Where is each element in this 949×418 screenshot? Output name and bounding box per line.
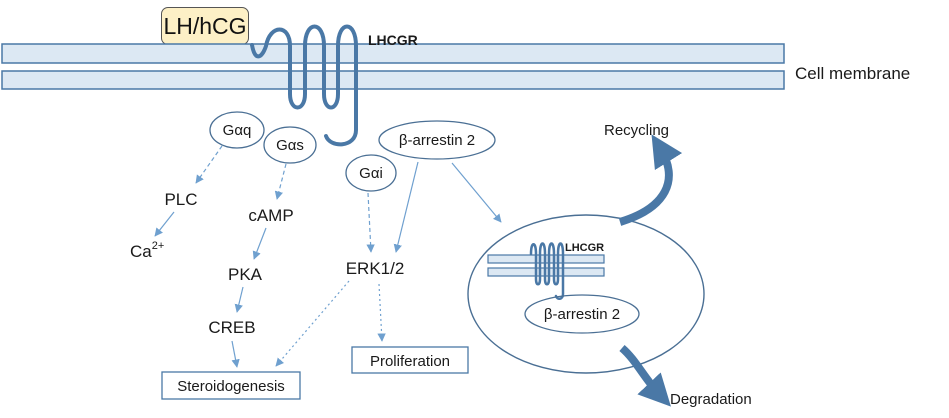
calcium-charge: 2+ (152, 240, 165, 252)
recycling-arrow-icon (618, 134, 683, 226)
galpha-s-ellipse (263, 126, 317, 164)
erk-label: ERK1/2 (346, 259, 405, 278)
degradation-arrow-icon (619, 344, 671, 407)
pka-label: PKA (228, 265, 263, 284)
galpha-q-label: Gαq (223, 122, 252, 139)
proliferation-box (351, 346, 469, 374)
arrow-plc-to-calcium (154, 211, 175, 237)
membrane-label: Cell membrane (795, 64, 910, 83)
endosome-arrestin-label: β-arrestin 2 (544, 306, 620, 323)
ligand-label: LH/hCG (163, 12, 247, 39)
lhcgr-receptor-icon (250, 24, 358, 147)
galpha-q-ellipse (209, 111, 265, 149)
steroidogenesis-label: Steroidogenesis (177, 378, 285, 395)
steroidogenesis-box (161, 371, 301, 400)
receptor-label: LHCGR (368, 32, 418, 48)
galpha-s-label: Gαs (276, 137, 304, 154)
beta-arrestin-ellipse (378, 120, 496, 160)
creb-label: CREB (208, 318, 255, 337)
arrow-arrestin-to-erk (393, 161, 419, 253)
beta-arrestin-label: β-arrestin 2 (399, 132, 475, 149)
calcium-label: Ca2+ (130, 240, 164, 261)
arrow-erk-to-proliferation (377, 283, 386, 342)
camp-label: cAMP (248, 206, 293, 225)
arrow-camp-to-pka (252, 227, 267, 260)
arrow-creb-to-steroidogenesis (231, 340, 240, 368)
arrow-pka-to-creb (234, 286, 244, 313)
galpha-i-ellipse (345, 154, 397, 192)
endosome-receptor-label: LHCGR (565, 242, 604, 254)
plc-label: PLC (164, 190, 197, 209)
proliferation-label: Proliferation (370, 353, 450, 370)
membrane-inner-layer (1, 70, 785, 90)
galpha-i-label: Gαi (359, 165, 383, 182)
membrane-outer-layer (1, 43, 785, 64)
calcium-base: Ca (130, 242, 152, 261)
arrow-erk-to-steroidogenesis (275, 280, 350, 367)
endosome-lhcgr-icon (529, 242, 565, 300)
arrow-gaq-to-plc (195, 145, 223, 184)
ligand-box: LH/hCG (161, 7, 249, 45)
degradation-label: Degradation (670, 391, 752, 408)
endosome-arrestin-ellipse (524, 294, 640, 334)
endosome-ellipse (467, 214, 705, 374)
arrow-arrestin-to-endosome (451, 162, 502, 223)
arrow-gas-to-camp (274, 163, 287, 200)
recycling-label: Recycling (604, 122, 669, 139)
arrow-gai-to-erk (366, 192, 375, 253)
